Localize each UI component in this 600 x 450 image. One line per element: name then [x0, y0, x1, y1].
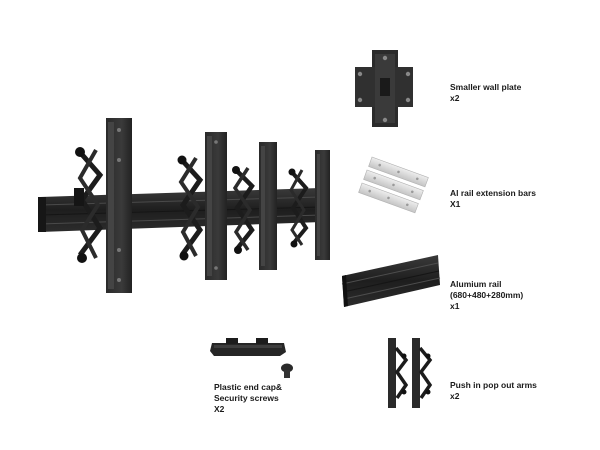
arm-unit-3: [232, 142, 277, 270]
wall-plate-caption: Smaller wall plate x2: [450, 82, 521, 104]
extension-bars-qty: X1: [450, 199, 461, 209]
extension-bars-name: Al rail extension bars: [450, 188, 536, 198]
extension-bars-caption: Al rail extension bars X1: [450, 188, 536, 210]
main-assembly: [38, 118, 330, 293]
push-arms-caption: Push in pop out arms x2: [450, 380, 537, 402]
arm-unit-4: [288, 150, 330, 260]
push-arms-qty: x2: [450, 391, 460, 401]
push-arms-name: Push in pop out arms: [450, 380, 537, 390]
end-cap-name: Plastic end cap&: [214, 382, 283, 392]
end-cap-qty: X2: [214, 404, 225, 414]
end-cap-name2: Security screws: [214, 393, 279, 403]
security-screw: [281, 363, 293, 378]
end-cap-caption: Plastic end cap& Security screws X2: [214, 382, 282, 415]
wall-plate: [355, 50, 413, 127]
wall-plate-name: Smaller wall plate: [450, 82, 522, 92]
alu-rail-caption: Alumium rail (680+480+280mm) x1: [450, 279, 523, 312]
arm-unit-1: [74, 118, 132, 293]
push-arms: [388, 338, 433, 408]
alu-rail-spec: (680+480+280mm): [450, 290, 524, 300]
aluminium-rail: [341, 255, 441, 307]
extension-bars: [358, 156, 429, 214]
arm-unit-2: [177, 132, 227, 280]
wall-plate-qty: x2: [450, 93, 460, 103]
alu-rail-qty: x1: [450, 301, 460, 311]
alu-rail-name: Alumium rail: [450, 279, 502, 289]
end-cap: [210, 338, 286, 356]
